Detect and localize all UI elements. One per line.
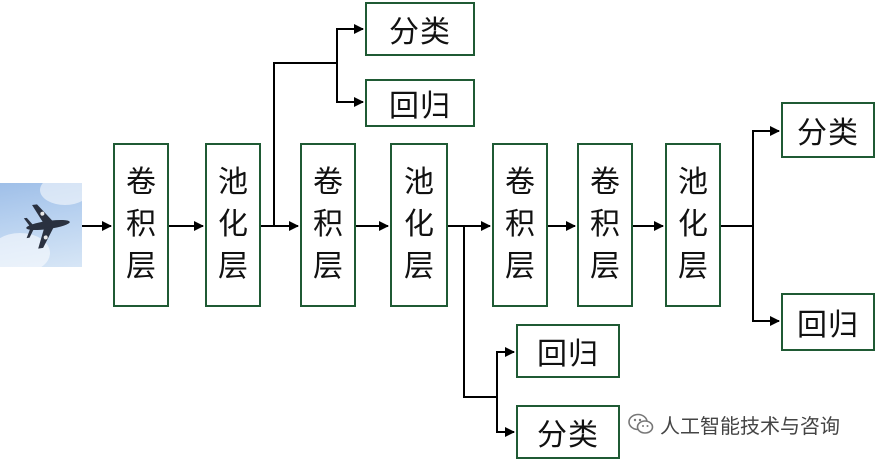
watermark-text: 人工智能技术与咨询 (660, 413, 840, 438)
branch1-regress-box: 回归 (365, 79, 475, 127)
branch1-classify-box: 分类 (365, 2, 475, 56)
arrow-branch1-classify (336, 24, 364, 63)
arrow-branch1-regress (336, 63, 364, 107)
wechat-icon (628, 413, 654, 434)
branch3-regress-box: 回归 (781, 293, 875, 351)
branch2-trunk (463, 226, 497, 398)
arrow-branch2-regress (496, 347, 515, 397)
airplane-icon (23, 204, 70, 249)
branch1-trunk (273, 62, 337, 226)
input-airplane-image (0, 183, 82, 267)
conv-layer-3: 卷积层 (492, 143, 548, 307)
arrow-branch3-classify (752, 126, 780, 226)
branch2-regress-box: 回归 (516, 324, 620, 378)
conv-layer-4: 卷积层 (577, 143, 633, 307)
conv-layer-2: 卷积层 (300, 143, 356, 307)
pool-layer-2: 池化层 (390, 143, 448, 307)
arrow-branch3-regress (752, 226, 780, 326)
arrow-branch2-classify (496, 397, 515, 437)
pool-layer-1: 池化层 (205, 143, 261, 307)
branch3-classify-box: 分类 (781, 102, 875, 158)
pool-layer-3: 池化层 (665, 143, 721, 307)
branch2-classify-box: 分类 (516, 405, 620, 459)
conv-layer-1: 卷积层 (113, 143, 169, 307)
watermark: 人工智能技术与咨询 (628, 410, 840, 438)
